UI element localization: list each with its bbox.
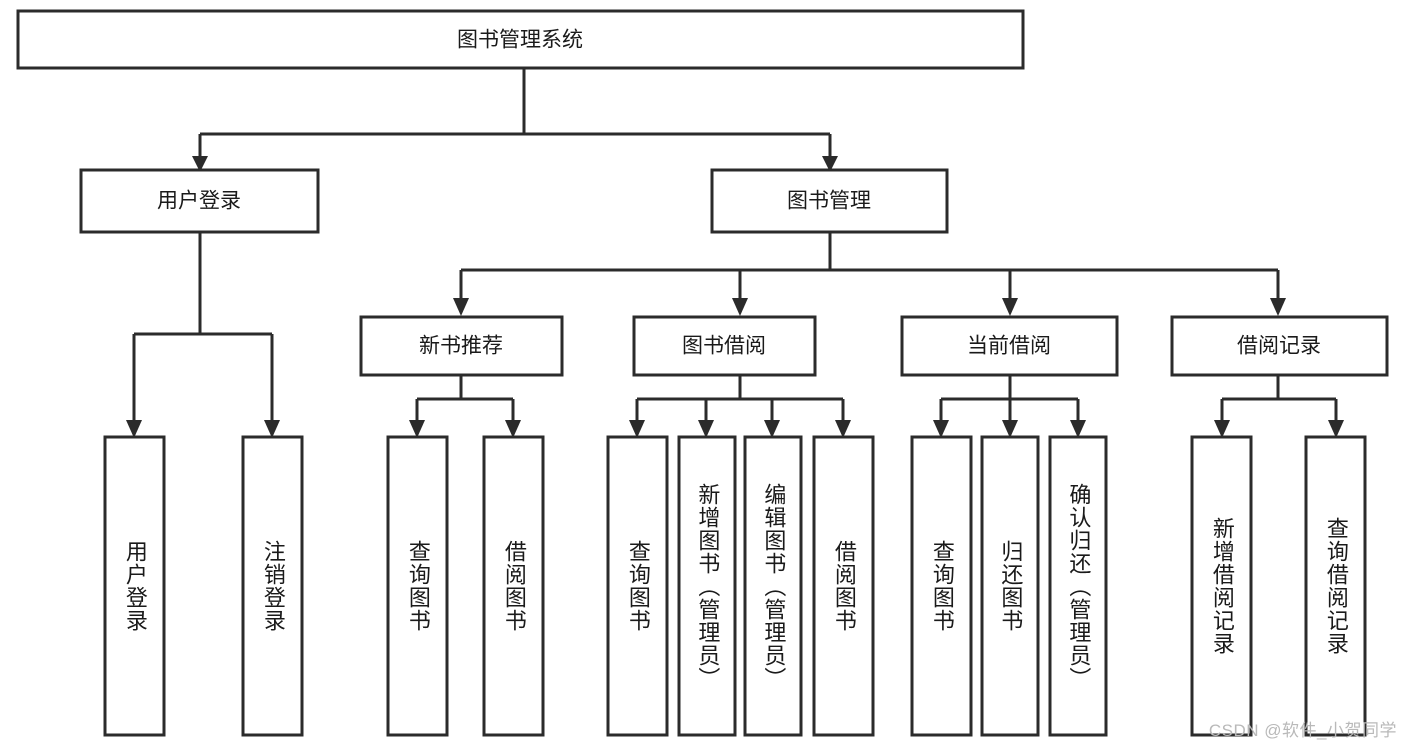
leaf-box-book-borrow-0[interactable] xyxy=(606,435,669,737)
connector-bookborrow-to-leaves xyxy=(629,375,851,438)
node-root-label: 图书管理系统 xyxy=(457,29,583,52)
node-borrow-record-label: 借阅记录 xyxy=(1237,335,1321,358)
node-user-login-label: 用户登录 xyxy=(157,190,241,213)
node-current-borrow-label: 当前借阅 xyxy=(967,335,1051,358)
leaf-box-new-book-1[interactable] xyxy=(482,435,545,737)
node-new-book-recommend-label: 新书推荐 xyxy=(419,335,503,358)
node-user-login[interactable] xyxy=(79,168,320,234)
leaf-box-book-borrow-2[interactable] xyxy=(743,435,803,737)
node-book-borrow-label: 图书借阅 xyxy=(682,335,766,358)
leaf-box-user-login-1[interactable] xyxy=(241,435,304,737)
node-current-borrow[interactable] xyxy=(900,315,1119,377)
leaf-box-borrow-record-1[interactable] xyxy=(1304,435,1367,737)
leaf-box-new-book-0[interactable] xyxy=(386,435,449,737)
connector-userlogin-to-leaves xyxy=(126,232,280,438)
node-borrow-record[interactable] xyxy=(1170,315,1389,377)
node-root[interactable] xyxy=(16,9,1025,70)
connector-borrowrecord-to-leaves xyxy=(1214,375,1344,438)
connector-root-to-level2 xyxy=(192,68,838,172)
connector-level2-booksmgmt-to-level3 xyxy=(453,232,1286,316)
watermark-text: CSDN @软件_小贺同学 xyxy=(1208,721,1397,740)
leaf-box-current-borrow-0[interactable] xyxy=(910,435,973,737)
leaf-box-current-borrow-1[interactable] xyxy=(980,435,1040,737)
leaf-box-borrow-record-0[interactable] xyxy=(1190,435,1253,737)
node-book-management[interactable] xyxy=(710,168,949,234)
leaf-box-user-login-0[interactable] xyxy=(103,435,166,737)
connector-currentborrow-to-leaves xyxy=(933,375,1086,438)
leaf-box-current-borrow-2[interactable] xyxy=(1048,435,1108,737)
leaf-box-book-borrow-1[interactable] xyxy=(677,435,737,737)
node-new-book-recommend[interactable] xyxy=(359,315,564,377)
node-book-management-label: 图书管理 xyxy=(787,190,871,213)
leaf-box-book-borrow-3[interactable] xyxy=(812,435,875,737)
connector-newbook-to-leaves xyxy=(409,375,521,438)
node-book-borrow[interactable] xyxy=(632,315,817,377)
